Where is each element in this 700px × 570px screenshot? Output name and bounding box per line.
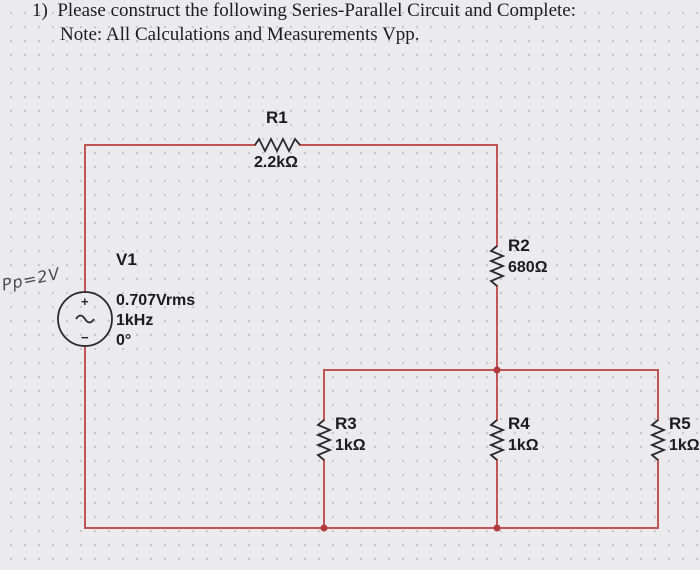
question-line-1: Please construct the following Series-Pa… xyxy=(57,0,577,21)
note-text: Note: All Calculations and Measurements … xyxy=(60,24,420,45)
junction-dot xyxy=(493,366,501,374)
r3-name: R3 xyxy=(335,414,357,433)
r2-value: 680Ω xyxy=(508,259,548,276)
junction-dot xyxy=(493,524,501,532)
r4-value: 1kΩ xyxy=(508,437,539,454)
resistor-r1-symbol xyxy=(254,136,301,154)
r1-name: R1 xyxy=(266,108,288,127)
r5-value: 1kΩ xyxy=(669,437,700,454)
question-number: 1) xyxy=(32,0,48,21)
junction-dot xyxy=(320,524,328,532)
source-frequency: 1kHz xyxy=(116,312,154,329)
resistor-r5-symbol xyxy=(649,419,667,461)
source-minus-sign: − xyxy=(81,330,89,345)
question-text: 1) Please construct the following Series… xyxy=(32,0,576,22)
resistor-r4-symbol xyxy=(488,419,506,461)
resistor-r2-symbol xyxy=(488,245,506,287)
r3-value: 1kΩ xyxy=(335,437,366,454)
resistor-r3-symbol xyxy=(315,419,333,461)
source-plus-sign: + xyxy=(81,294,89,309)
r1-value: 2.2kΩ xyxy=(254,154,298,171)
r5-name: R5 xyxy=(669,414,691,433)
source-name: V1 xyxy=(116,250,137,269)
ac-source-symbol xyxy=(57,291,113,347)
r4-name: R4 xyxy=(508,414,530,433)
source-amplitude: 0.707Vrms xyxy=(116,292,196,309)
r2-name: R2 xyxy=(508,236,530,255)
source-phase: 0° xyxy=(116,332,132,349)
